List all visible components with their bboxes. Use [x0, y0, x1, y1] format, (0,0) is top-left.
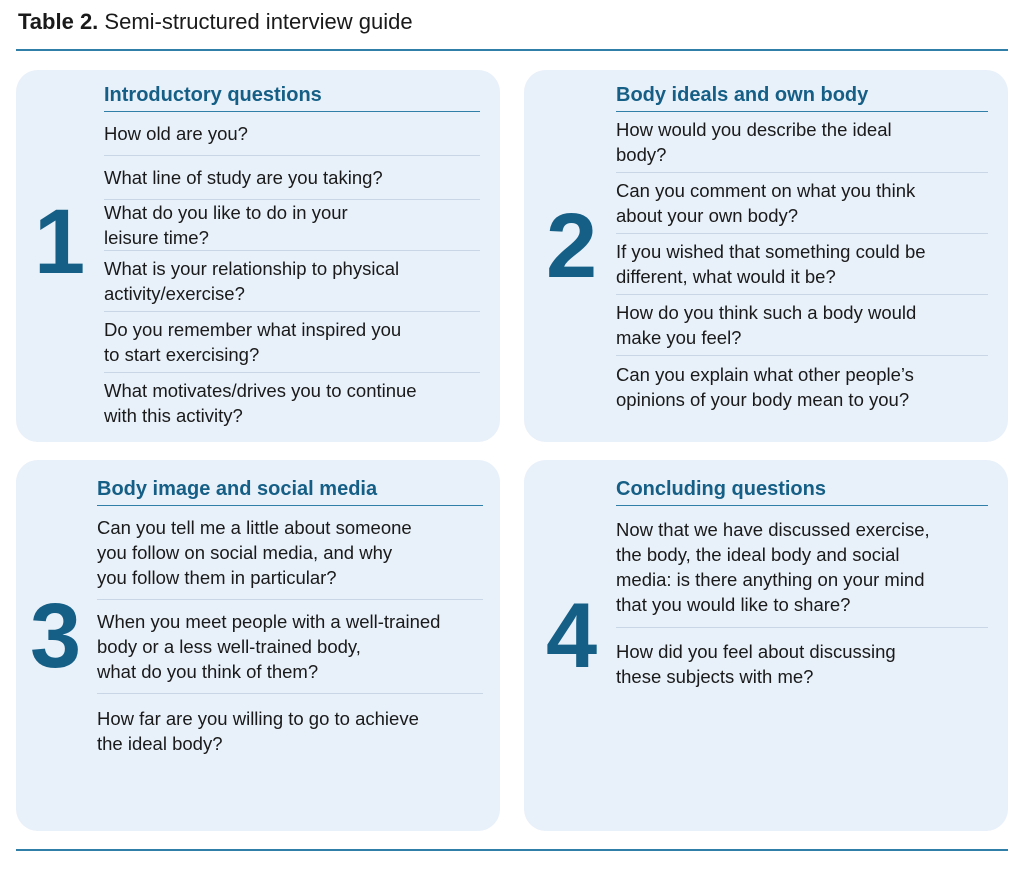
question-item: When you meet people with a well-trained…: [97, 600, 483, 694]
question-list: Concluding questions Now that we have di…: [616, 478, 988, 700]
table-label: Table 2.: [18, 9, 99, 34]
section-card-2: 2 Body ideals and own body How would you…: [524, 70, 1008, 442]
question-item: What line of study are you taking?: [104, 156, 480, 200]
question-item: How did you feel about discussing these …: [616, 641, 896, 687]
section-heading: Introductory questions: [104, 84, 480, 112]
question-item: How would you describe the ideal body?: [616, 112, 988, 173]
question-item: Can you explain what other people’s opin…: [616, 363, 914, 410]
top-rule: [16, 49, 1008, 51]
question-item: How old are you?: [104, 112, 480, 156]
bottom-rule: [16, 849, 1008, 851]
section-heading: Concluding questions: [616, 478, 988, 506]
table-caption: Table 2. Semi-structured interview guide: [18, 9, 413, 35]
question-list: Body ideals and own body How would you d…: [616, 84, 988, 417]
question-item: What do you like to do in your leisure t…: [104, 200, 480, 251]
question-item: Can you tell me a little about someone y…: [97, 506, 483, 600]
question-list: Introductory questions How old are you? …: [104, 84, 480, 433]
question-item: Do you remember what inspired you to sta…: [104, 312, 480, 373]
section-card-4: 4 Concluding questions Now that we have …: [524, 460, 1008, 831]
question-list: Body image and social media Can you tell…: [97, 478, 483, 768]
section-number: 2: [546, 195, 598, 297]
section-number: 1: [34, 191, 86, 293]
section-number: 3: [30, 585, 82, 687]
section-number: 4: [546, 585, 598, 687]
section-card-1: 1 Introductory questions How old are you…: [16, 70, 500, 442]
question-item: Now that we have discussed exercise, the…: [616, 506, 988, 628]
table-title: Semi-structured interview guide: [104, 9, 413, 34]
question-item: What motivates/drives you to continue wi…: [104, 380, 417, 426]
question-item: What is your relationship to physical ac…: [104, 251, 480, 312]
question-item: How far are you willing to go to achieve…: [97, 708, 419, 754]
question-item: How do you think such a body would make …: [616, 295, 988, 356]
section-heading: Body image and social media: [97, 478, 483, 506]
question-item: If you wished that something could be di…: [616, 234, 988, 295]
question-item: Can you comment on what you think about …: [616, 173, 988, 234]
section-heading: Body ideals and own body: [616, 84, 988, 112]
section-card-3: 3 Body image and social media Can you te…: [16, 460, 500, 831]
